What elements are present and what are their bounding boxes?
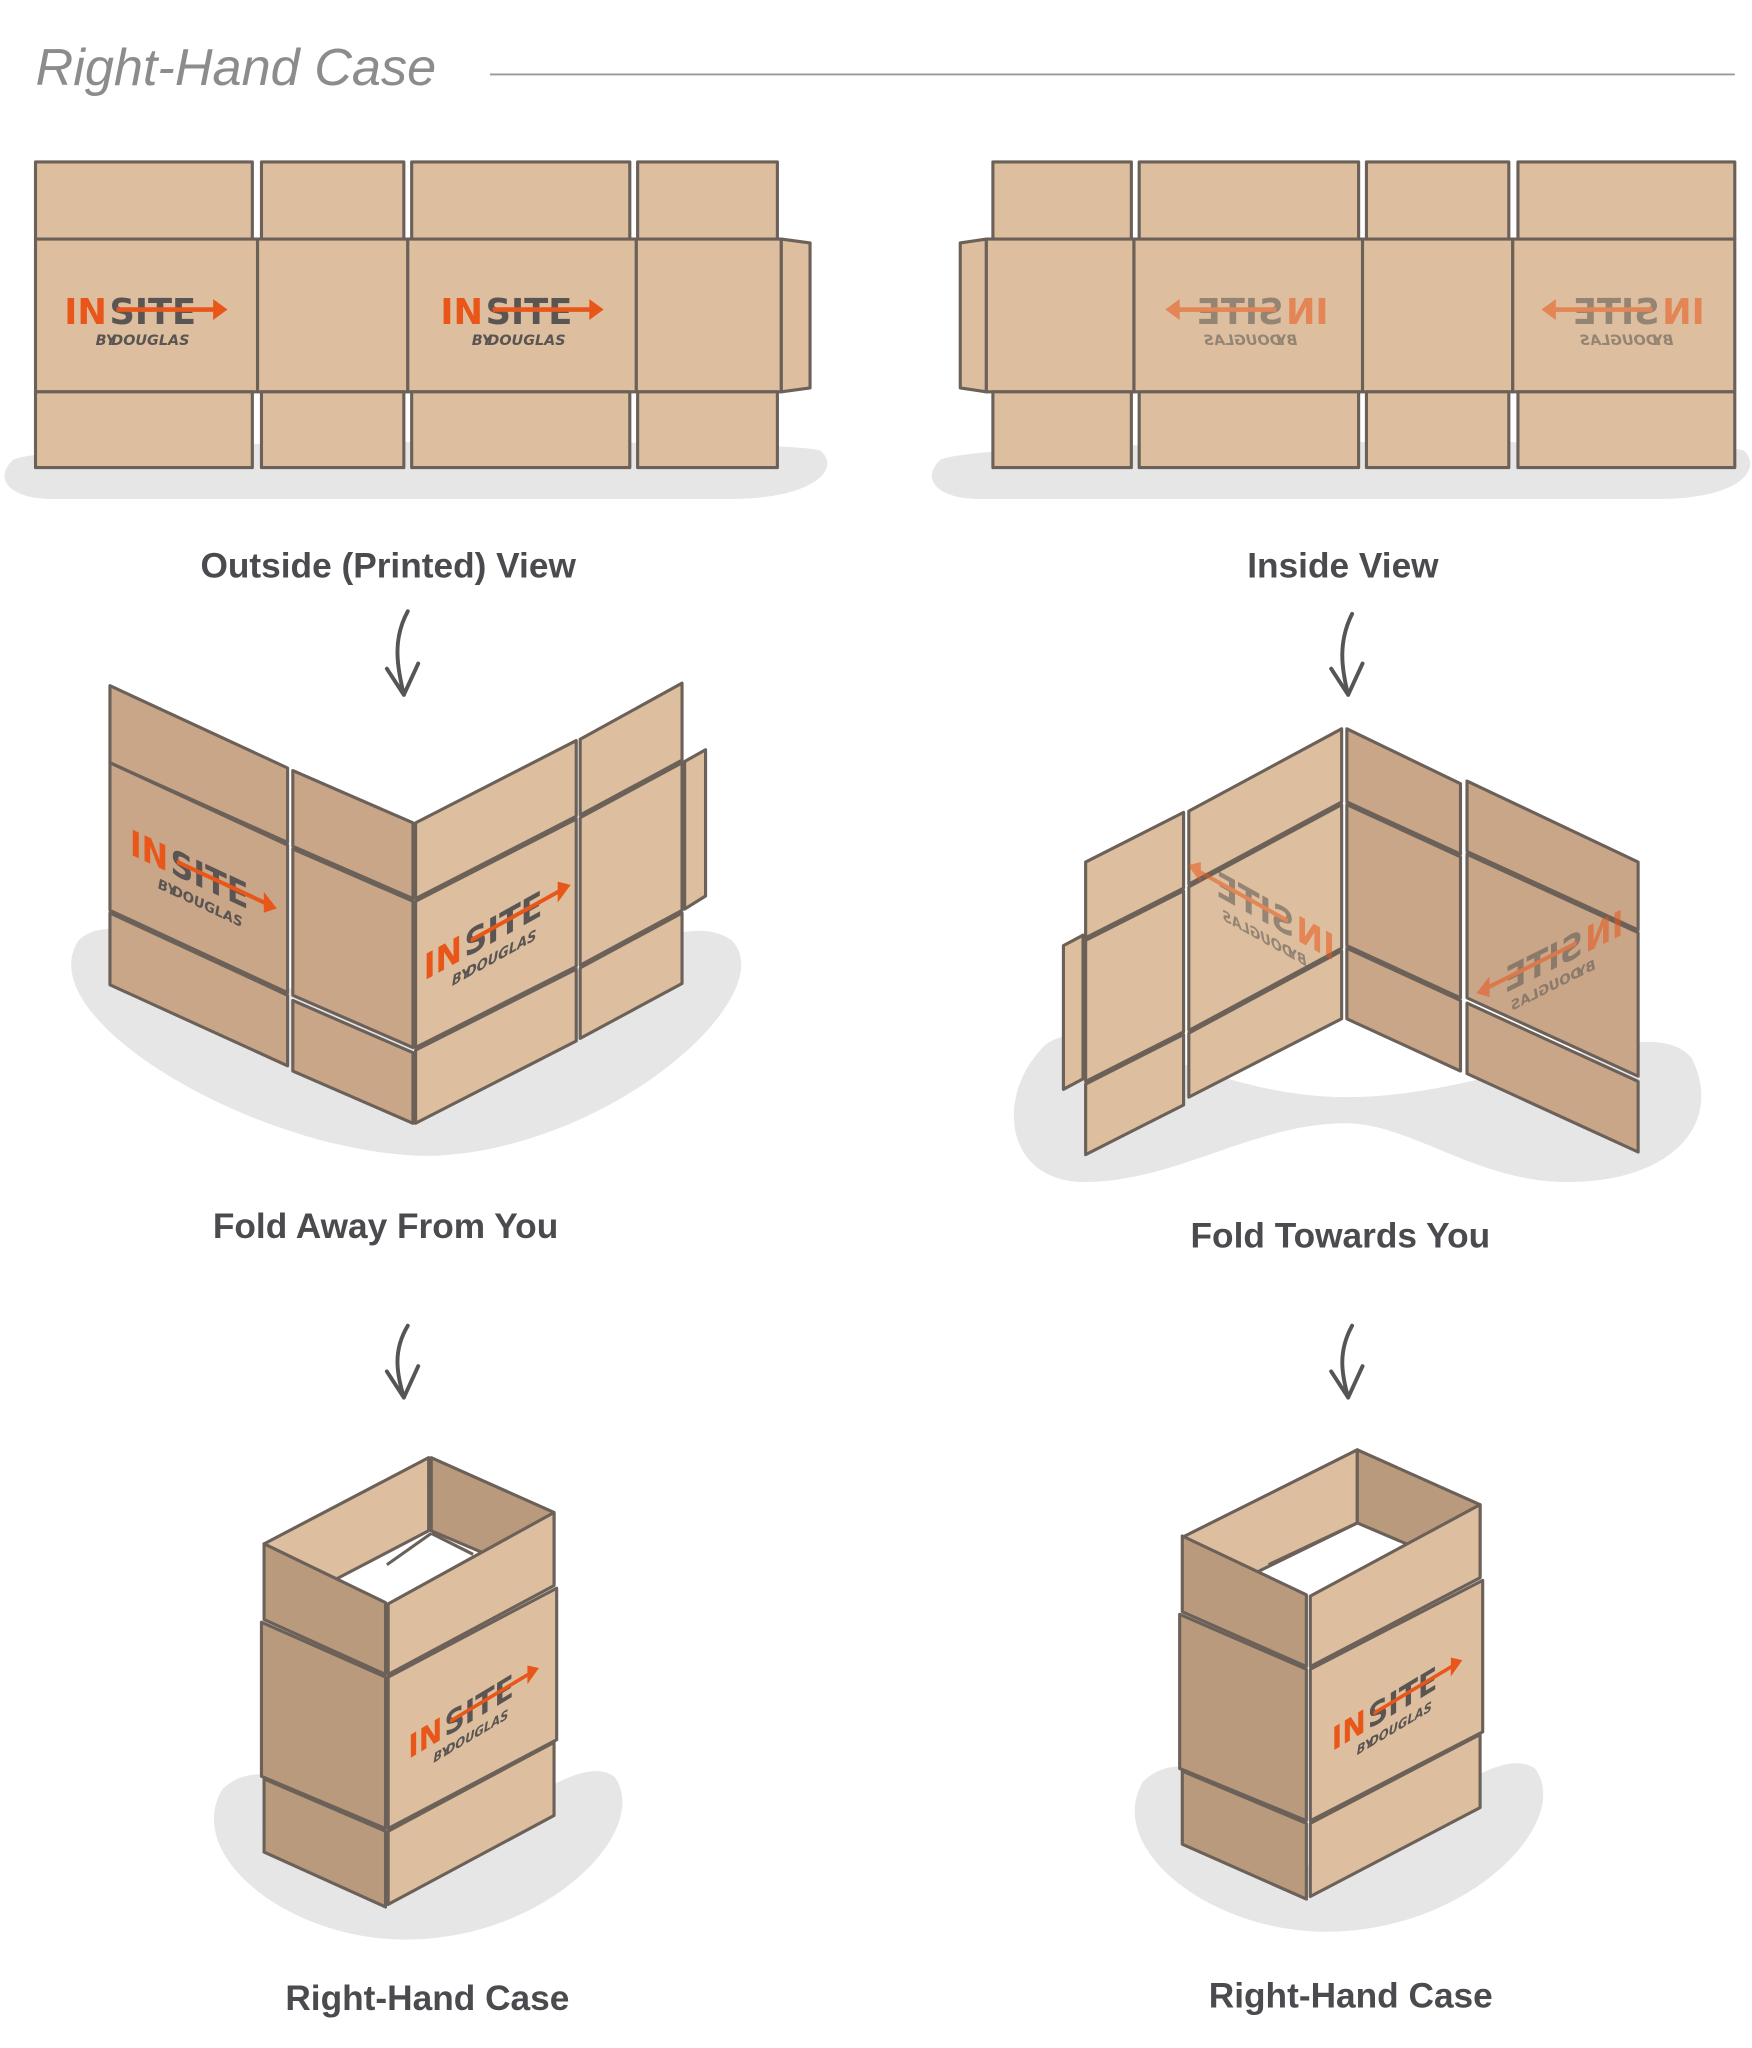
arrow-down-icon — [1329, 1323, 1365, 1400]
page-title: Right-Hand Case — [36, 39, 437, 97]
logo-brand: INSITE — [440, 292, 572, 333]
fold-away-illustration: INSITE BY DOUGLAS INSITE BY DOUGLAS — [71, 681, 742, 1156]
result-right-label: Right-Hand Case — [1209, 1977, 1493, 2016]
svg-text:BY: BY — [96, 333, 118, 349]
arrow-down-icon — [384, 1323, 421, 1400]
assembled-case-right: INSITE BY DOUGLAS — [1134, 1448, 1544, 1932]
svg-text:DOUGLAS: DOUGLAS — [1580, 333, 1658, 349]
fold-towards-illustration: INSITE BY DOUGLAS INSITE BY DOUGLAS — [1013, 727, 1702, 1183]
svg-text:BY: BY — [472, 333, 494, 349]
inside-view-label: Inside View — [1247, 546, 1439, 585]
svg-text:DOUGLAS: DOUGLAS — [1203, 333, 1281, 349]
svg-text:DOUGLAS: DOUGLAS — [487, 333, 565, 349]
logo-brand: INSITE — [1197, 292, 1329, 333]
arrow-down-icon — [384, 609, 421, 697]
logo-brand: INSITE — [64, 292, 196, 333]
svg-text:BY: BY — [1651, 333, 1673, 349]
svg-text:BY: BY — [1275, 333, 1297, 349]
insite-logo: INSITE BY DOUGLAS — [64, 292, 228, 349]
fold-towards-label: Fold Towards You — [1191, 1216, 1491, 1255]
insite-logo: INSITE BY DOUGLAS — [440, 292, 604, 349]
arrow-down-icon — [1329, 611, 1365, 697]
fold-away-label: Fold Away From You — [213, 1207, 558, 1246]
insite-logo-mirrored: INSITE BY DOUGLAS — [1541, 292, 1705, 349]
assembled-case-left: INSITE BY DOUGLAS — [213, 1456, 623, 1940]
inside-flat-view: INSITE BY DOUGLAS INSITE BY DOUGLAS — [931, 160, 1751, 499]
insite-logo-mirrored: INSITE BY DOUGLAS — [1187, 862, 1335, 970]
result-left-label: Right-Hand Case — [285, 1979, 569, 2018]
logo-brand: INSITE — [1573, 292, 1705, 333]
outside-view-label: Outside (Printed) View — [200, 546, 576, 585]
outside-flat-view: INSITE BY DOUGLAS INSITE BY DOUGLAS — [4, 160, 828, 499]
insite-logo-mirrored: INSITE BY DOUGLAS — [1165, 292, 1329, 349]
svg-text:DOUGLAS: DOUGLAS — [111, 333, 189, 349]
